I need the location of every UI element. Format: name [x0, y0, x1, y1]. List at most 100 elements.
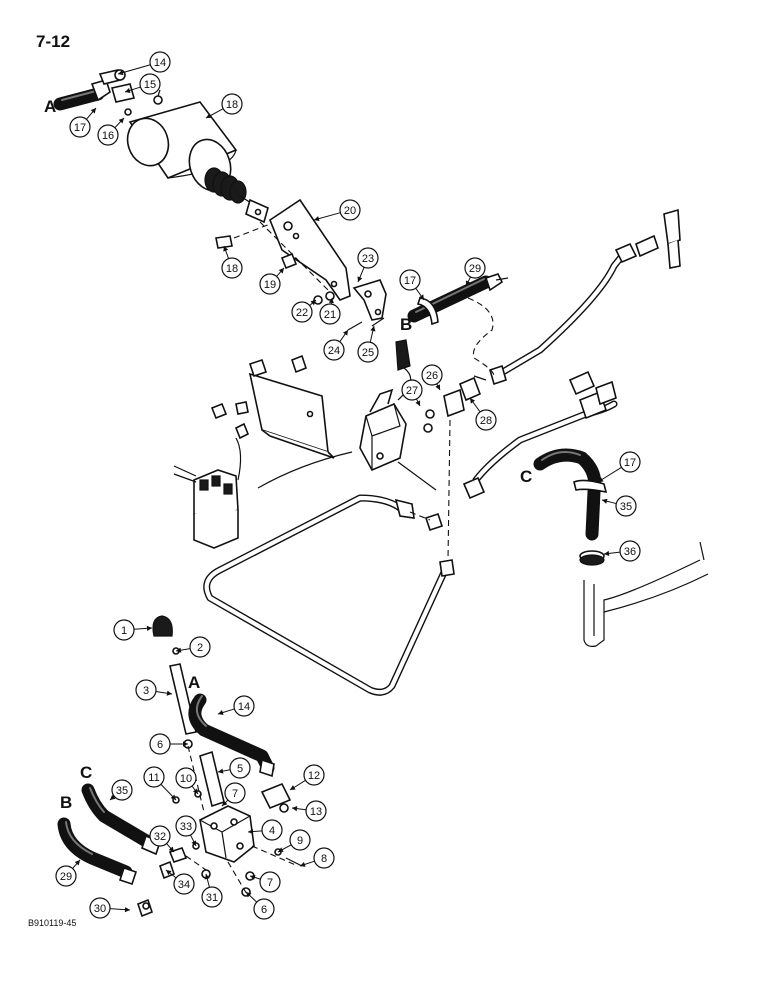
callout-9: 9 — [277, 829, 311, 853]
hose-b-upper — [407, 273, 509, 326]
reference-letter: B — [400, 315, 412, 334]
callout-arrowhead — [166, 690, 172, 696]
callout-22: 22 — [291, 299, 317, 323]
callout-circle — [135, 679, 157, 701]
callout-number: 17 — [624, 457, 636, 469]
callout-arrowhead — [176, 647, 182, 653]
callout-31: 31 — [201, 873, 223, 908]
callout-2: 2 — [175, 636, 211, 658]
callout-number: 24 — [328, 345, 340, 357]
callout-circle — [173, 873, 195, 895]
callout-number: 25 — [362, 347, 374, 359]
callout-arrowhead — [110, 794, 116, 800]
callout-arrowhead — [222, 800, 228, 806]
callout-number: 29 — [60, 871, 72, 883]
callout-arrowhead — [357, 276, 363, 282]
callout-circle — [319, 303, 341, 325]
callout-arrowhead — [278, 847, 284, 852]
callout-arrowhead — [419, 294, 424, 300]
callout-number: 36 — [624, 546, 636, 558]
callout-arrowhead — [314, 216, 320, 222]
callout-number: 6 — [261, 904, 267, 916]
relief-valve — [260, 782, 292, 813]
actuator-cylinder — [126, 89, 269, 224]
callout-number: 19 — [264, 279, 276, 291]
rod-boot — [204, 167, 247, 204]
callout-number: 9 — [297, 835, 303, 847]
callout-circle — [175, 815, 197, 837]
hose-c-right — [533, 448, 608, 566]
valve-mounting-plate — [210, 354, 335, 459]
callout-circle — [313, 847, 335, 869]
nut — [280, 252, 298, 270]
callout-circle — [221, 257, 243, 279]
callout-number: 7 — [267, 877, 273, 889]
callout-circle — [229, 757, 251, 779]
callout-number: 5 — [237, 763, 243, 775]
pressure-tube-right — [462, 370, 618, 500]
callout-circle — [357, 247, 379, 269]
callout-circle — [139, 73, 161, 95]
callout-arrowhead — [278, 268, 284, 274]
callout-number: 35 — [620, 501, 632, 513]
callout-circle — [289, 829, 311, 851]
callout-arrowhead — [206, 113, 212, 118]
callout-arrowhead — [125, 87, 131, 93]
callout-number: 14 — [154, 57, 166, 69]
callout-5: 5 — [217, 757, 251, 779]
callout-arrowhead — [218, 710, 224, 716]
callout-arrowhead — [292, 806, 298, 812]
callout-14: 14 — [217, 695, 255, 717]
callout-number: 23 — [362, 253, 374, 265]
callout-circle — [357, 341, 379, 363]
callout-circle — [201, 886, 223, 908]
callout-3: 3 — [135, 679, 173, 701]
lever-linkage — [313, 279, 387, 331]
callout-circle — [303, 764, 325, 786]
callout-number: 12 — [308, 770, 320, 782]
callout-circle — [259, 273, 281, 295]
callout-23: 23 — [357, 247, 379, 283]
callout-arrowhead — [328, 298, 334, 304]
callout-arrowhead — [124, 907, 130, 913]
callout-17: 17 — [399, 269, 425, 301]
callout-number: 2 — [197, 642, 203, 654]
callout-number: 15 — [144, 79, 156, 91]
callout-circle — [305, 800, 327, 822]
callout-circle — [113, 619, 135, 641]
callout-number: 17 — [74, 122, 86, 134]
callout-19: 19 — [259, 267, 285, 295]
callout-arrowhead — [74, 860, 80, 866]
callout-arrowhead — [192, 788, 198, 794]
figure-code: B910119-45 — [28, 918, 77, 928]
callout-arrowhead — [223, 246, 229, 252]
callout-leader — [117, 64, 151, 75]
callout-arrowhead — [604, 550, 610, 557]
callout-circle — [291, 301, 313, 323]
callout-17: 17 — [69, 107, 97, 138]
valve-fittings — [423, 375, 487, 433]
callout-arrowhead — [170, 794, 176, 800]
tube-top-right — [489, 208, 681, 386]
return-tube-loop — [203, 494, 455, 696]
callout-circle — [619, 451, 641, 473]
callout-circle — [615, 495, 637, 517]
callout-number: 18 — [226, 99, 238, 111]
callout-7: 7 — [249, 871, 281, 893]
callout-17: 17 — [597, 451, 641, 483]
callout-24: 24 — [323, 329, 349, 361]
callout-circle — [475, 409, 497, 431]
callout-arrowhead — [310, 300, 316, 306]
callout-arrowhead — [370, 326, 376, 332]
callout-arrowhead — [218, 768, 224, 774]
callout-32: 32 — [149, 825, 175, 853]
callout-circle — [253, 898, 275, 920]
callout-circle — [111, 779, 133, 801]
callout-29: 29 — [55, 859, 81, 887]
hose-a-lower — [188, 693, 275, 778]
callout-circle — [233, 695, 255, 717]
callout-circle — [143, 766, 165, 788]
callout-circle — [69, 116, 91, 138]
